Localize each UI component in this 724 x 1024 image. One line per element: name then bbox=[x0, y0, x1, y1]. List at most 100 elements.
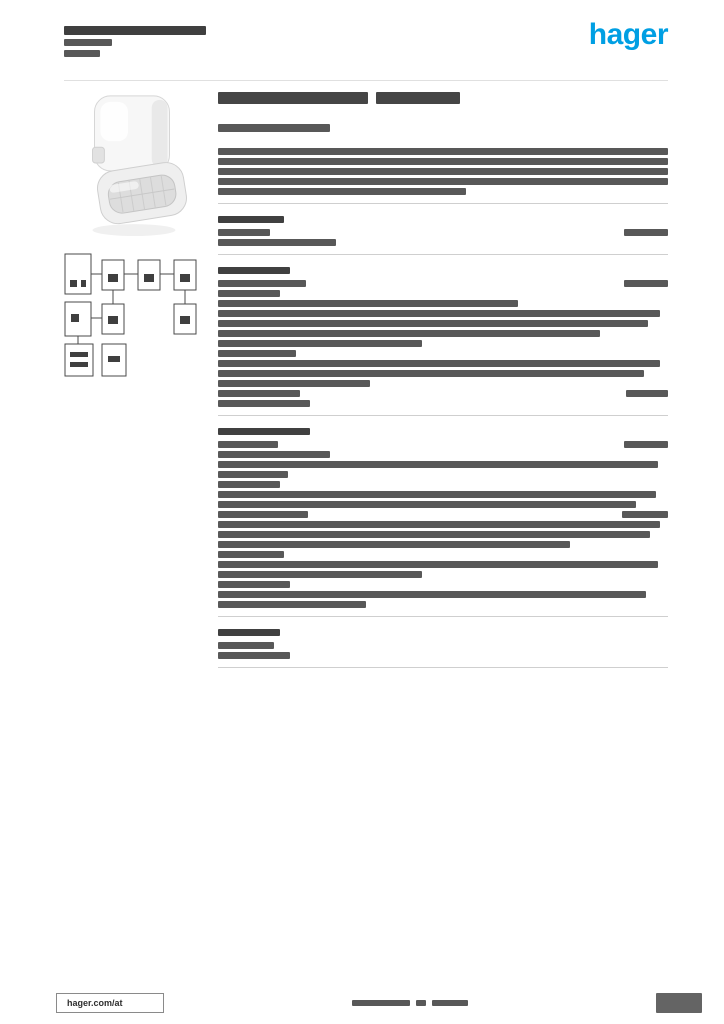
spec-line bbox=[218, 360, 668, 367]
redacted-text-bar bbox=[64, 39, 112, 46]
redacted-text-bar bbox=[64, 50, 100, 57]
section-heading bbox=[218, 629, 668, 636]
redacted-text-bar bbox=[218, 551, 284, 558]
product-photo bbox=[92, 95, 187, 237]
redacted-text-bar bbox=[218, 168, 668, 175]
redacted-text-bar bbox=[218, 400, 310, 407]
section-heading bbox=[218, 267, 668, 274]
spec-line bbox=[218, 330, 668, 337]
spec-line bbox=[218, 521, 668, 528]
redacted-text-bar bbox=[218, 280, 306, 287]
spec-line bbox=[218, 188, 668, 195]
spec-line bbox=[218, 300, 668, 307]
website-link[interactable]: hager.com/at bbox=[56, 993, 164, 1013]
section-divider bbox=[218, 254, 668, 255]
page-footer: hager.com/at bbox=[56, 993, 702, 1013]
hager-logo: hager bbox=[588, 18, 669, 51]
redacted-text-bar bbox=[624, 280, 668, 287]
spec-line bbox=[218, 310, 668, 317]
left-column bbox=[64, 90, 200, 378]
spec-row bbox=[218, 229, 668, 236]
spec-line bbox=[218, 571, 668, 578]
redacted-text-bar bbox=[64, 26, 206, 35]
redacted-text-bar bbox=[218, 267, 290, 274]
spec-line bbox=[218, 168, 668, 175]
spec-row bbox=[218, 511, 668, 518]
redacted-text-bar bbox=[218, 461, 658, 468]
section-divider bbox=[218, 616, 668, 617]
document-ref-block bbox=[64, 26, 206, 61]
redacted-text-bar bbox=[218, 340, 422, 347]
redacted-text-bar bbox=[218, 652, 290, 659]
redacted-text-bar bbox=[218, 178, 668, 185]
redacted-text-bar bbox=[218, 601, 366, 608]
redacted-text-bar bbox=[624, 229, 668, 236]
redacted-text-bar bbox=[218, 229, 270, 236]
spec-line bbox=[218, 148, 668, 155]
spec-line bbox=[218, 370, 668, 377]
spec-line bbox=[218, 350, 668, 357]
redacted-text-bar bbox=[218, 390, 300, 397]
redacted-text-bar bbox=[626, 390, 668, 397]
redacted-text-bar bbox=[218, 491, 656, 498]
redacted-text-bar bbox=[218, 92, 368, 104]
spec-line bbox=[218, 591, 668, 598]
footer-page-badge bbox=[656, 993, 702, 1013]
spec-line bbox=[218, 481, 668, 488]
spec-line bbox=[218, 340, 668, 347]
product-title bbox=[218, 92, 668, 104]
redacted-text-bar bbox=[218, 511, 308, 518]
spec-line bbox=[218, 471, 668, 478]
spec-line bbox=[218, 642, 668, 649]
section-divider bbox=[218, 415, 668, 416]
footer-center-text bbox=[352, 1000, 468, 1006]
redacted-text-bar bbox=[218, 360, 660, 367]
spec-line bbox=[218, 451, 668, 458]
redacted-text-bar bbox=[432, 1000, 468, 1006]
redacted-text-bar bbox=[218, 310, 660, 317]
section-heading bbox=[218, 216, 668, 223]
spec-line bbox=[218, 400, 668, 407]
product-subtitle bbox=[218, 124, 668, 132]
redacted-text-bar bbox=[218, 629, 280, 636]
redacted-text-bar bbox=[352, 1000, 410, 1006]
redacted-text-bar bbox=[218, 216, 284, 223]
redacted-text-bar bbox=[376, 92, 460, 104]
redacted-text-bar bbox=[218, 561, 658, 568]
redacted-text-bar bbox=[218, 591, 646, 598]
spec-line bbox=[218, 380, 668, 387]
redacted-text-bar bbox=[622, 511, 668, 518]
spec-row bbox=[218, 390, 668, 397]
section-heading bbox=[218, 428, 668, 435]
wiring-dimension-diagrams bbox=[64, 253, 197, 377]
spec-line bbox=[218, 461, 668, 468]
redacted-text-bar bbox=[218, 350, 296, 357]
redacted-text-bar bbox=[218, 471, 288, 478]
spec-row bbox=[218, 280, 668, 287]
spec-line bbox=[218, 652, 668, 659]
header-divider bbox=[64, 80, 668, 81]
spec-line bbox=[218, 501, 668, 508]
redacted-text-bar bbox=[218, 642, 274, 649]
redacted-text-bar bbox=[218, 380, 370, 387]
spec-row bbox=[218, 441, 668, 448]
redacted-text-bar bbox=[624, 441, 668, 448]
redacted-text-bar bbox=[218, 300, 518, 307]
spec-line bbox=[218, 601, 668, 608]
redacted-text-bar bbox=[218, 290, 280, 297]
redacted-text-bar bbox=[218, 441, 278, 448]
redacted-text-bar bbox=[218, 370, 644, 377]
redacted-text-bar bbox=[218, 581, 290, 588]
redacted-text-bar bbox=[218, 428, 310, 435]
section-divider bbox=[218, 203, 668, 204]
redacted-text-bar bbox=[218, 239, 336, 246]
spec-line bbox=[218, 320, 668, 327]
redacted-text-bar bbox=[218, 451, 330, 458]
spec-table bbox=[218, 148, 668, 668]
redacted-text-bar bbox=[416, 1000, 426, 1006]
redacted-text-bar bbox=[218, 531, 650, 538]
redacted-text-bar bbox=[218, 521, 660, 528]
redacted-text-bar bbox=[218, 158, 668, 165]
section-divider bbox=[218, 667, 668, 668]
